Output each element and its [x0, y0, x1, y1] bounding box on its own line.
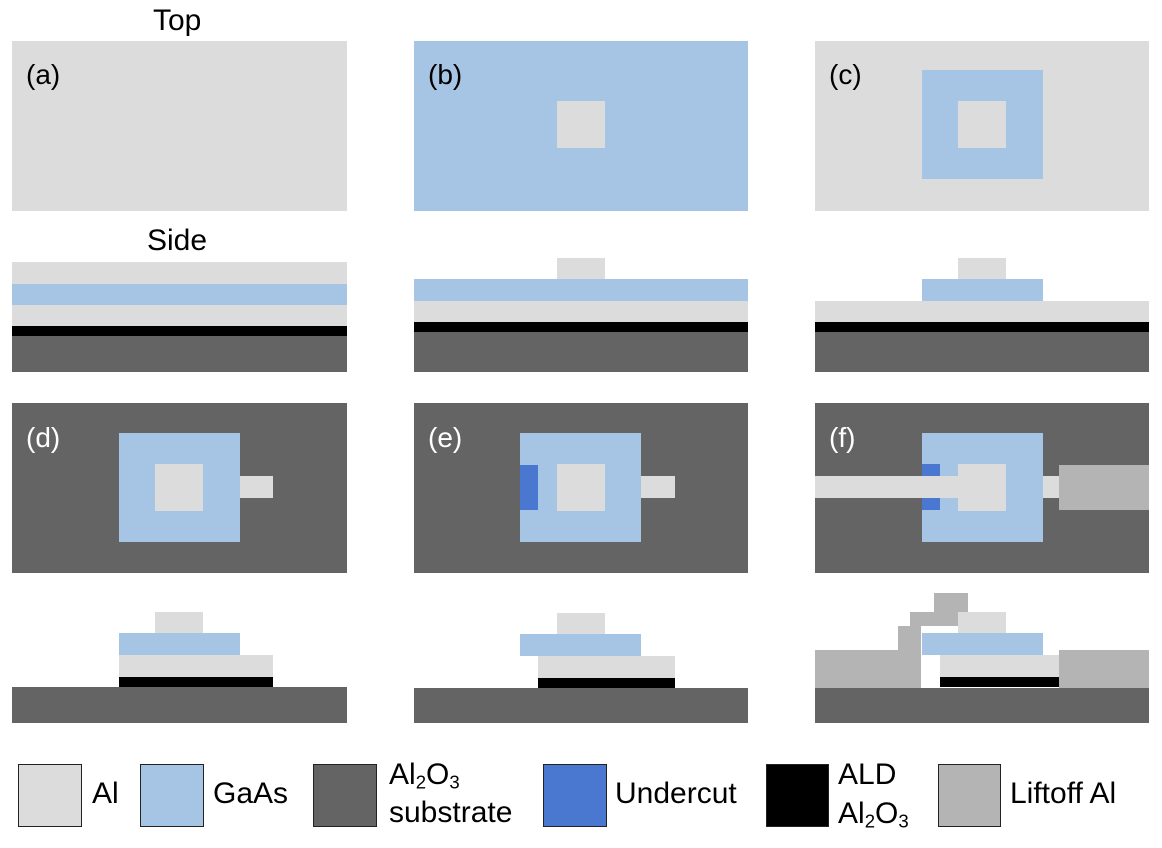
legend-gaas-swatch: [140, 764, 204, 827]
panel-b-top-al-island: [557, 101, 605, 148]
panel-d-side-ald: [119, 677, 273, 687]
legend-undercut-swatch: [543, 764, 607, 827]
side-view-header: Side: [147, 224, 208, 257]
panel-f-top-liftoff-pad: [1059, 465, 1149, 510]
panel-e-side-al-undercut: [538, 656, 675, 678]
legend-substrate-swatch: [313, 764, 377, 827]
panel-e-top-al-lead: [641, 476, 675, 498]
panel-a-side-gaas: [12, 284, 347, 305]
legend-substrate-chem: Al2O3: [389, 758, 460, 793]
panel-f-side-gaas-mesa: [922, 633, 1043, 655]
legend-undercut-label: Undercut: [615, 777, 737, 810]
panel-f-side-liftoff-upper: [910, 612, 958, 626]
panel-b-side-substrate: [414, 332, 748, 372]
panel-d-side-al-island: [155, 612, 203, 633]
panel-c-side-al: [815, 301, 1149, 322]
panel-b-side-ald: [414, 322, 748, 332]
panel-c-side-al-island: [958, 258, 1006, 279]
panel-c-label: (c): [829, 59, 862, 90]
panel-d-top-al-lead: [240, 476, 273, 498]
panel-f-side-al: [940, 655, 1077, 677]
panel-a-side-ald: [12, 326, 347, 336]
panel-d-side-substrate: [12, 687, 347, 723]
panel-f-side-liftoff-cap: [934, 593, 968, 612]
legend-gaas-label: GaAs: [213, 777, 289, 810]
panel-f-side-liftoff-right: [1059, 650, 1149, 688]
panel-e-label: (e): [428, 422, 463, 453]
legend-al-label: Al: [92, 777, 119, 810]
panel-f-side-ald: [940, 677, 1060, 687]
legend-ald-word: ALD: [838, 758, 897, 791]
panel-f-label: (f): [829, 422, 856, 453]
panel-b-label: (b): [428, 59, 463, 90]
panel-c-side-substrate: [815, 332, 1149, 372]
panel-b-side-gaas: [414, 279, 748, 301]
panel-e-top-al-island: [557, 464, 605, 511]
panel-d-top-al-island: [155, 464, 203, 511]
panel-a-side-substrate: [12, 336, 347, 372]
panel-d-side-al: [119, 655, 273, 677]
panel-a-side-al-bottom: [12, 305, 347, 326]
panel-c-side-ald: [815, 322, 1149, 332]
panel-f-top-al-island: [958, 464, 1006, 511]
panel-f-side-liftoff-step: [898, 626, 921, 688]
panel-a-label: (a): [26, 59, 61, 90]
panel-e-side-gaas-mesa: [520, 634, 641, 656]
panel-f-side-al-island: [958, 612, 1006, 633]
panel-e-side-substrate: [414, 688, 748, 723]
panel-f-top-liftoff-lead: [815, 476, 958, 498]
panel-e-top-undercut: [520, 465, 538, 510]
legend-liftoff-label: Liftoff Al: [1010, 777, 1117, 810]
panel-e-side-ald: [538, 678, 675, 688]
panel-c-top-al-island: [958, 101, 1006, 148]
panel-f-top-al-lead: [1043, 476, 1059, 498]
panel-d-side-gaas-mesa: [119, 633, 240, 655]
legend-liftoff-swatch: [938, 764, 1001, 827]
legend-substrate-word: substrate: [389, 796, 513, 829]
panel-f-side-substrate: [815, 688, 1149, 723]
panel-b-side-al-island: [557, 258, 605, 279]
panel-b-side-al: [414, 301, 748, 322]
top-view-header: Top: [153, 4, 202, 37]
legend-ald-chem: Al2O3: [838, 797, 909, 832]
legend-al-swatch: [18, 764, 82, 827]
panel-a-side-al-top: [12, 262, 347, 284]
panel-c-side-gaas-mesa: [922, 279, 1043, 301]
panel-e-side-al-island: [557, 613, 605, 634]
panel-d-label: (d): [26, 422, 61, 453]
legend-ald-swatch: [766, 764, 829, 827]
panel-a-top-view: [12, 41, 347, 211]
